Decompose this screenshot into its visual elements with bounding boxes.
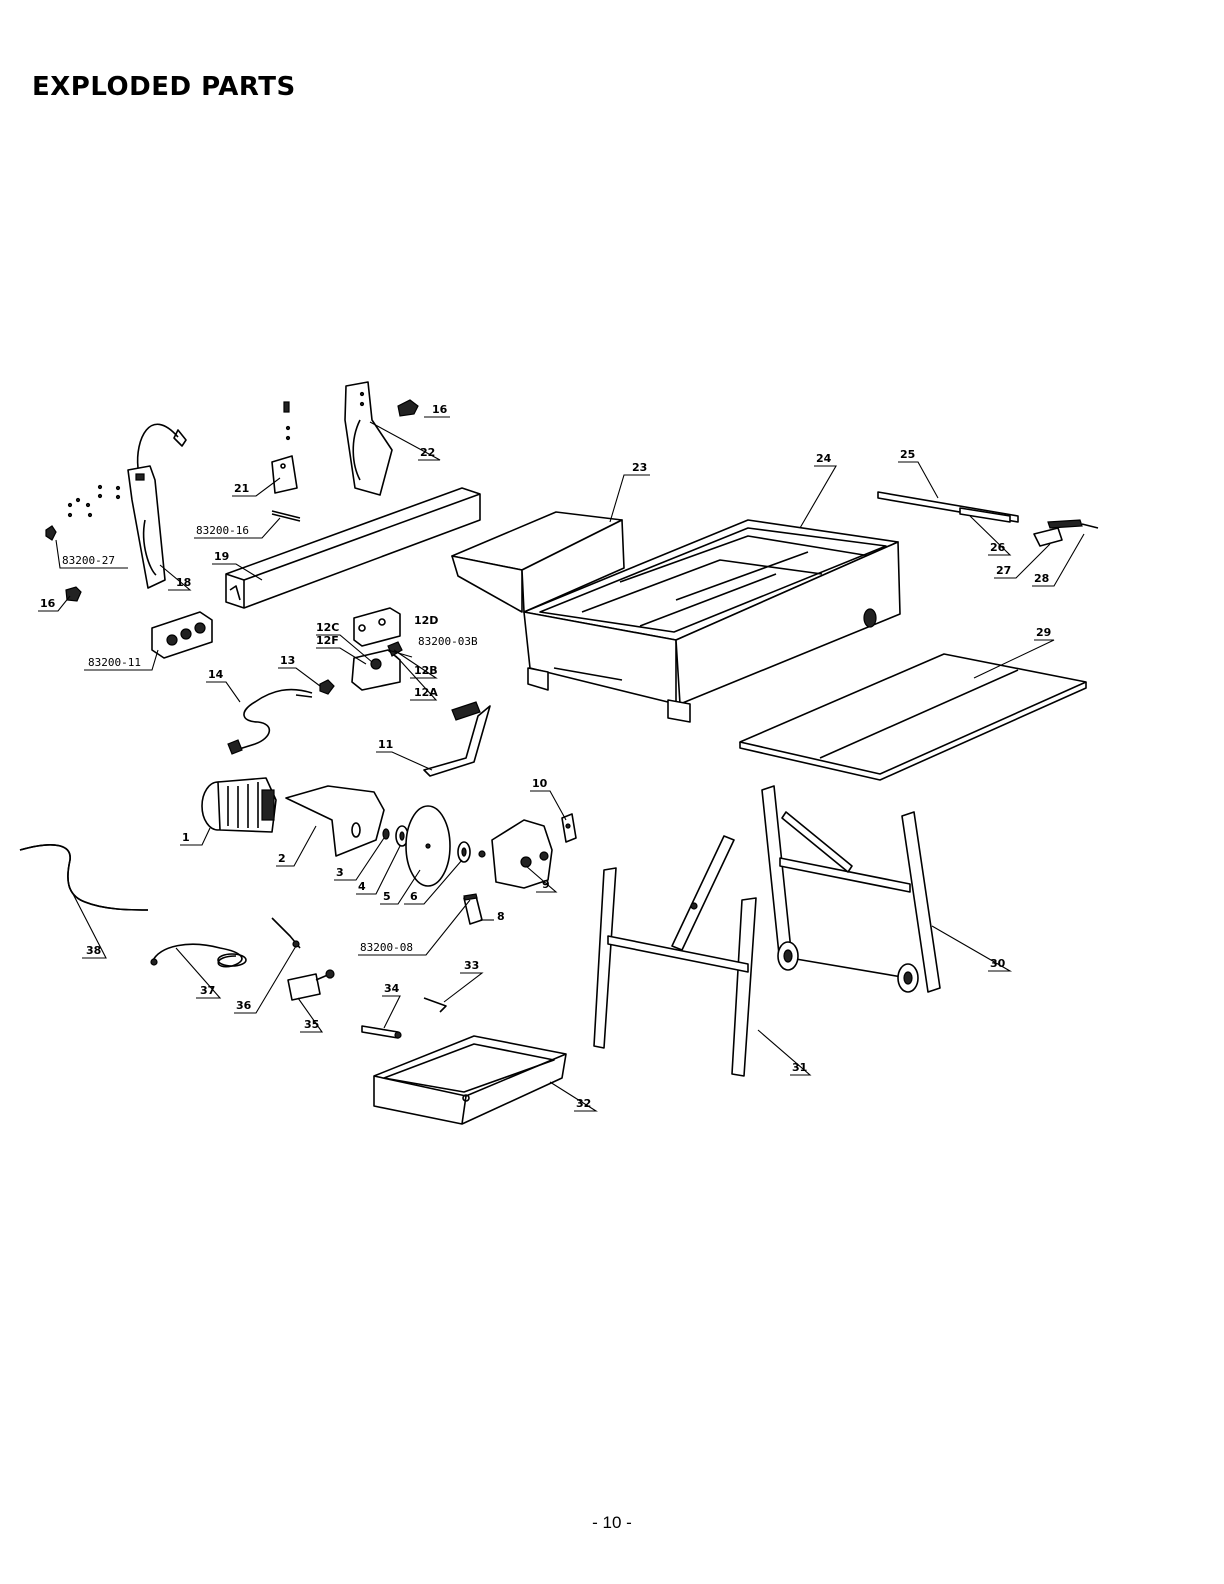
callout-24: 24 — [816, 452, 832, 465]
callout-12d: 12D — [414, 614, 438, 627]
hose-38 — [20, 845, 148, 910]
switch-box-12 — [352, 608, 402, 690]
knob-16-top — [398, 400, 418, 416]
callout-38: 38 — [86, 944, 101, 957]
callout-21: 21 — [234, 482, 249, 495]
callout-35: 35 — [304, 1018, 319, 1031]
cord-36 — [272, 918, 300, 948]
bolt-21 — [284, 402, 290, 440]
callout-8: 8 — [497, 910, 505, 923]
callout-2: 2 — [278, 852, 286, 865]
cable-37 — [151, 944, 246, 966]
callout-83200-03b: 83200-03B — [418, 635, 478, 648]
page-number: - 10 - — [0, 1513, 1224, 1533]
valve-10 — [562, 814, 576, 842]
callout-83200-11: 83200-11 — [88, 656, 141, 669]
guard-arm-22 — [345, 382, 392, 495]
pump-8 — [464, 894, 482, 924]
callout-12b: 12B — [414, 664, 438, 677]
callout-16-top: 16 — [432, 403, 448, 416]
rail-19 — [226, 488, 480, 608]
callout-12f: 12F — [316, 634, 339, 647]
callout-19: 19 — [214, 550, 229, 563]
callout-23: 23 — [632, 461, 647, 474]
callout-37: 37 — [200, 984, 215, 997]
strain-relief-13 — [320, 680, 334, 694]
callout-36: 36 — [236, 999, 252, 1012]
callout-28: 28 — [1034, 572, 1049, 585]
clamp-28 — [1048, 520, 1098, 528]
flange-6 — [458, 842, 470, 862]
power-cord-14 — [228, 690, 312, 754]
nut-6 — [479, 851, 485, 857]
water-tray-32 — [374, 1036, 566, 1124]
callout-3: 3 — [336, 866, 344, 879]
callout-9: 9 — [542, 878, 550, 891]
callout-5: 5 — [383, 890, 391, 903]
pin-34 — [362, 1026, 401, 1038]
switch-block-83200-11 — [152, 612, 212, 658]
callout-32: 32 — [576, 1097, 591, 1110]
miter-guide-27 — [1034, 528, 1062, 546]
callout-25: 25 — [900, 448, 915, 461]
callout-12a: 12A — [414, 686, 438, 699]
callout-14: 14 — [208, 668, 224, 681]
callout-27: 27 — [996, 564, 1011, 577]
table-plate-29 — [740, 654, 1086, 780]
callout-34: 34 — [384, 982, 400, 995]
callout-29: 29 — [1036, 626, 1051, 639]
callout-31: 31 — [792, 1061, 807, 1074]
callout-30: 30 — [990, 957, 1006, 970]
callout-16-left: 16 — [40, 597, 56, 610]
callout-4: 4 — [358, 880, 366, 893]
callout-83200-27: 83200-27 — [62, 554, 115, 567]
blade-5 — [406, 806, 450, 886]
callout-83200-16: 83200-16 — [196, 524, 249, 537]
callout-11: 11 — [378, 738, 393, 751]
washer-3 — [383, 829, 389, 839]
callout-10: 10 — [532, 777, 548, 790]
callout-33: 33 — [464, 959, 479, 972]
motor-plate-2 — [286, 786, 384, 856]
junction-box-35 — [288, 970, 334, 1000]
wheeled-stand-30 — [762, 786, 940, 992]
screw-27-left — [46, 526, 56, 540]
pin-83200-16 — [272, 511, 300, 521]
motor-1 — [202, 778, 276, 832]
callout-26: 26 — [990, 541, 1006, 554]
callout-13: 13 — [280, 654, 295, 667]
callout-1: 1 — [182, 831, 190, 844]
callout-83200-08: 83200-08 — [360, 941, 413, 954]
callout-22: 22 — [420, 446, 435, 459]
pin-33 — [424, 998, 446, 1012]
bracket-21 — [272, 456, 297, 493]
callout-6: 6 — [410, 890, 418, 903]
h-stand-31 — [594, 836, 756, 1076]
callout-12c: 12C — [316, 621, 339, 634]
callout-18: 18 — [176, 576, 191, 589]
handle-11 — [424, 702, 490, 776]
